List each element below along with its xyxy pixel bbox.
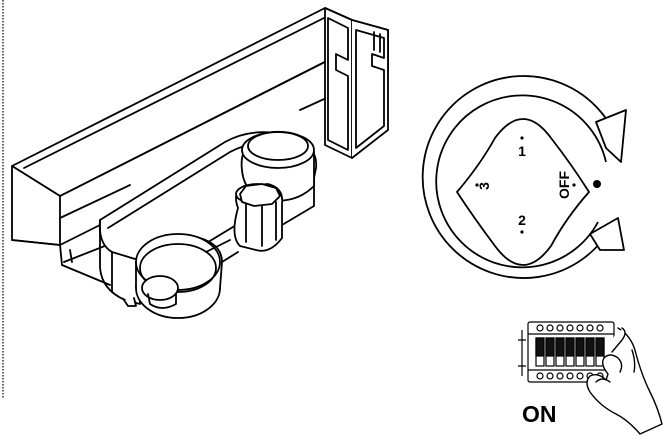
off-indicator-dot: [593, 180, 601, 188]
dip-switch-pin: [536, 324, 544, 332]
dip-switch-pin: [556, 372, 564, 380]
dip-switch-levers: [535, 337, 605, 367]
dip-switch-lever: [575, 337, 585, 357]
on-label: ON: [522, 401, 557, 427]
dip-switch-pin: [586, 324, 594, 332]
dial-dot-3: [475, 183, 479, 187]
dial-position-off: OFF: [556, 171, 572, 199]
dip-switch-lever: [595, 337, 605, 357]
dip-switch-top-pins: [536, 324, 604, 332]
dip-switch-lever: [585, 337, 595, 357]
dip-switch-pin: [546, 372, 554, 380]
dial-dot-1: [520, 136, 524, 140]
dial-knob: [455, 118, 591, 266]
dial-dot-off: [572, 183, 576, 187]
dip-switch-pin: [556, 324, 564, 332]
dial-position-1: 1: [518, 143, 526, 159]
dip-switch-lever: [545, 337, 555, 357]
selector-dial: 1 2 3 OFF: [421, 75, 627, 279]
dip-switch-pin: [576, 372, 584, 380]
dip-switch-pin: [566, 324, 574, 332]
adapter-body: [98, 130, 318, 319]
rotation-arrow-icon: [421, 75, 627, 279]
track-rail: [11, 7, 389, 286]
dip-switch-pin: [596, 324, 604, 332]
dip-switch-lever: [555, 337, 565, 357]
dip-switch-pin: [546, 324, 554, 332]
dip-switch-lever: [565, 337, 575, 357]
dip-switch-illustration: [518, 321, 615, 383]
dip-switch-pin: [576, 324, 584, 332]
dial-position-3: 3: [476, 182, 492, 190]
dial-dot-2: [520, 230, 524, 234]
dial-position-2: 2: [518, 212, 526, 228]
hand-icon: [586, 327, 663, 435]
dip-switch-pin: [536, 372, 544, 380]
track-adapter-illustration: [11, 7, 389, 319]
dip-switch-pin: [566, 372, 574, 380]
dip-switch-lever: [535, 337, 545, 357]
